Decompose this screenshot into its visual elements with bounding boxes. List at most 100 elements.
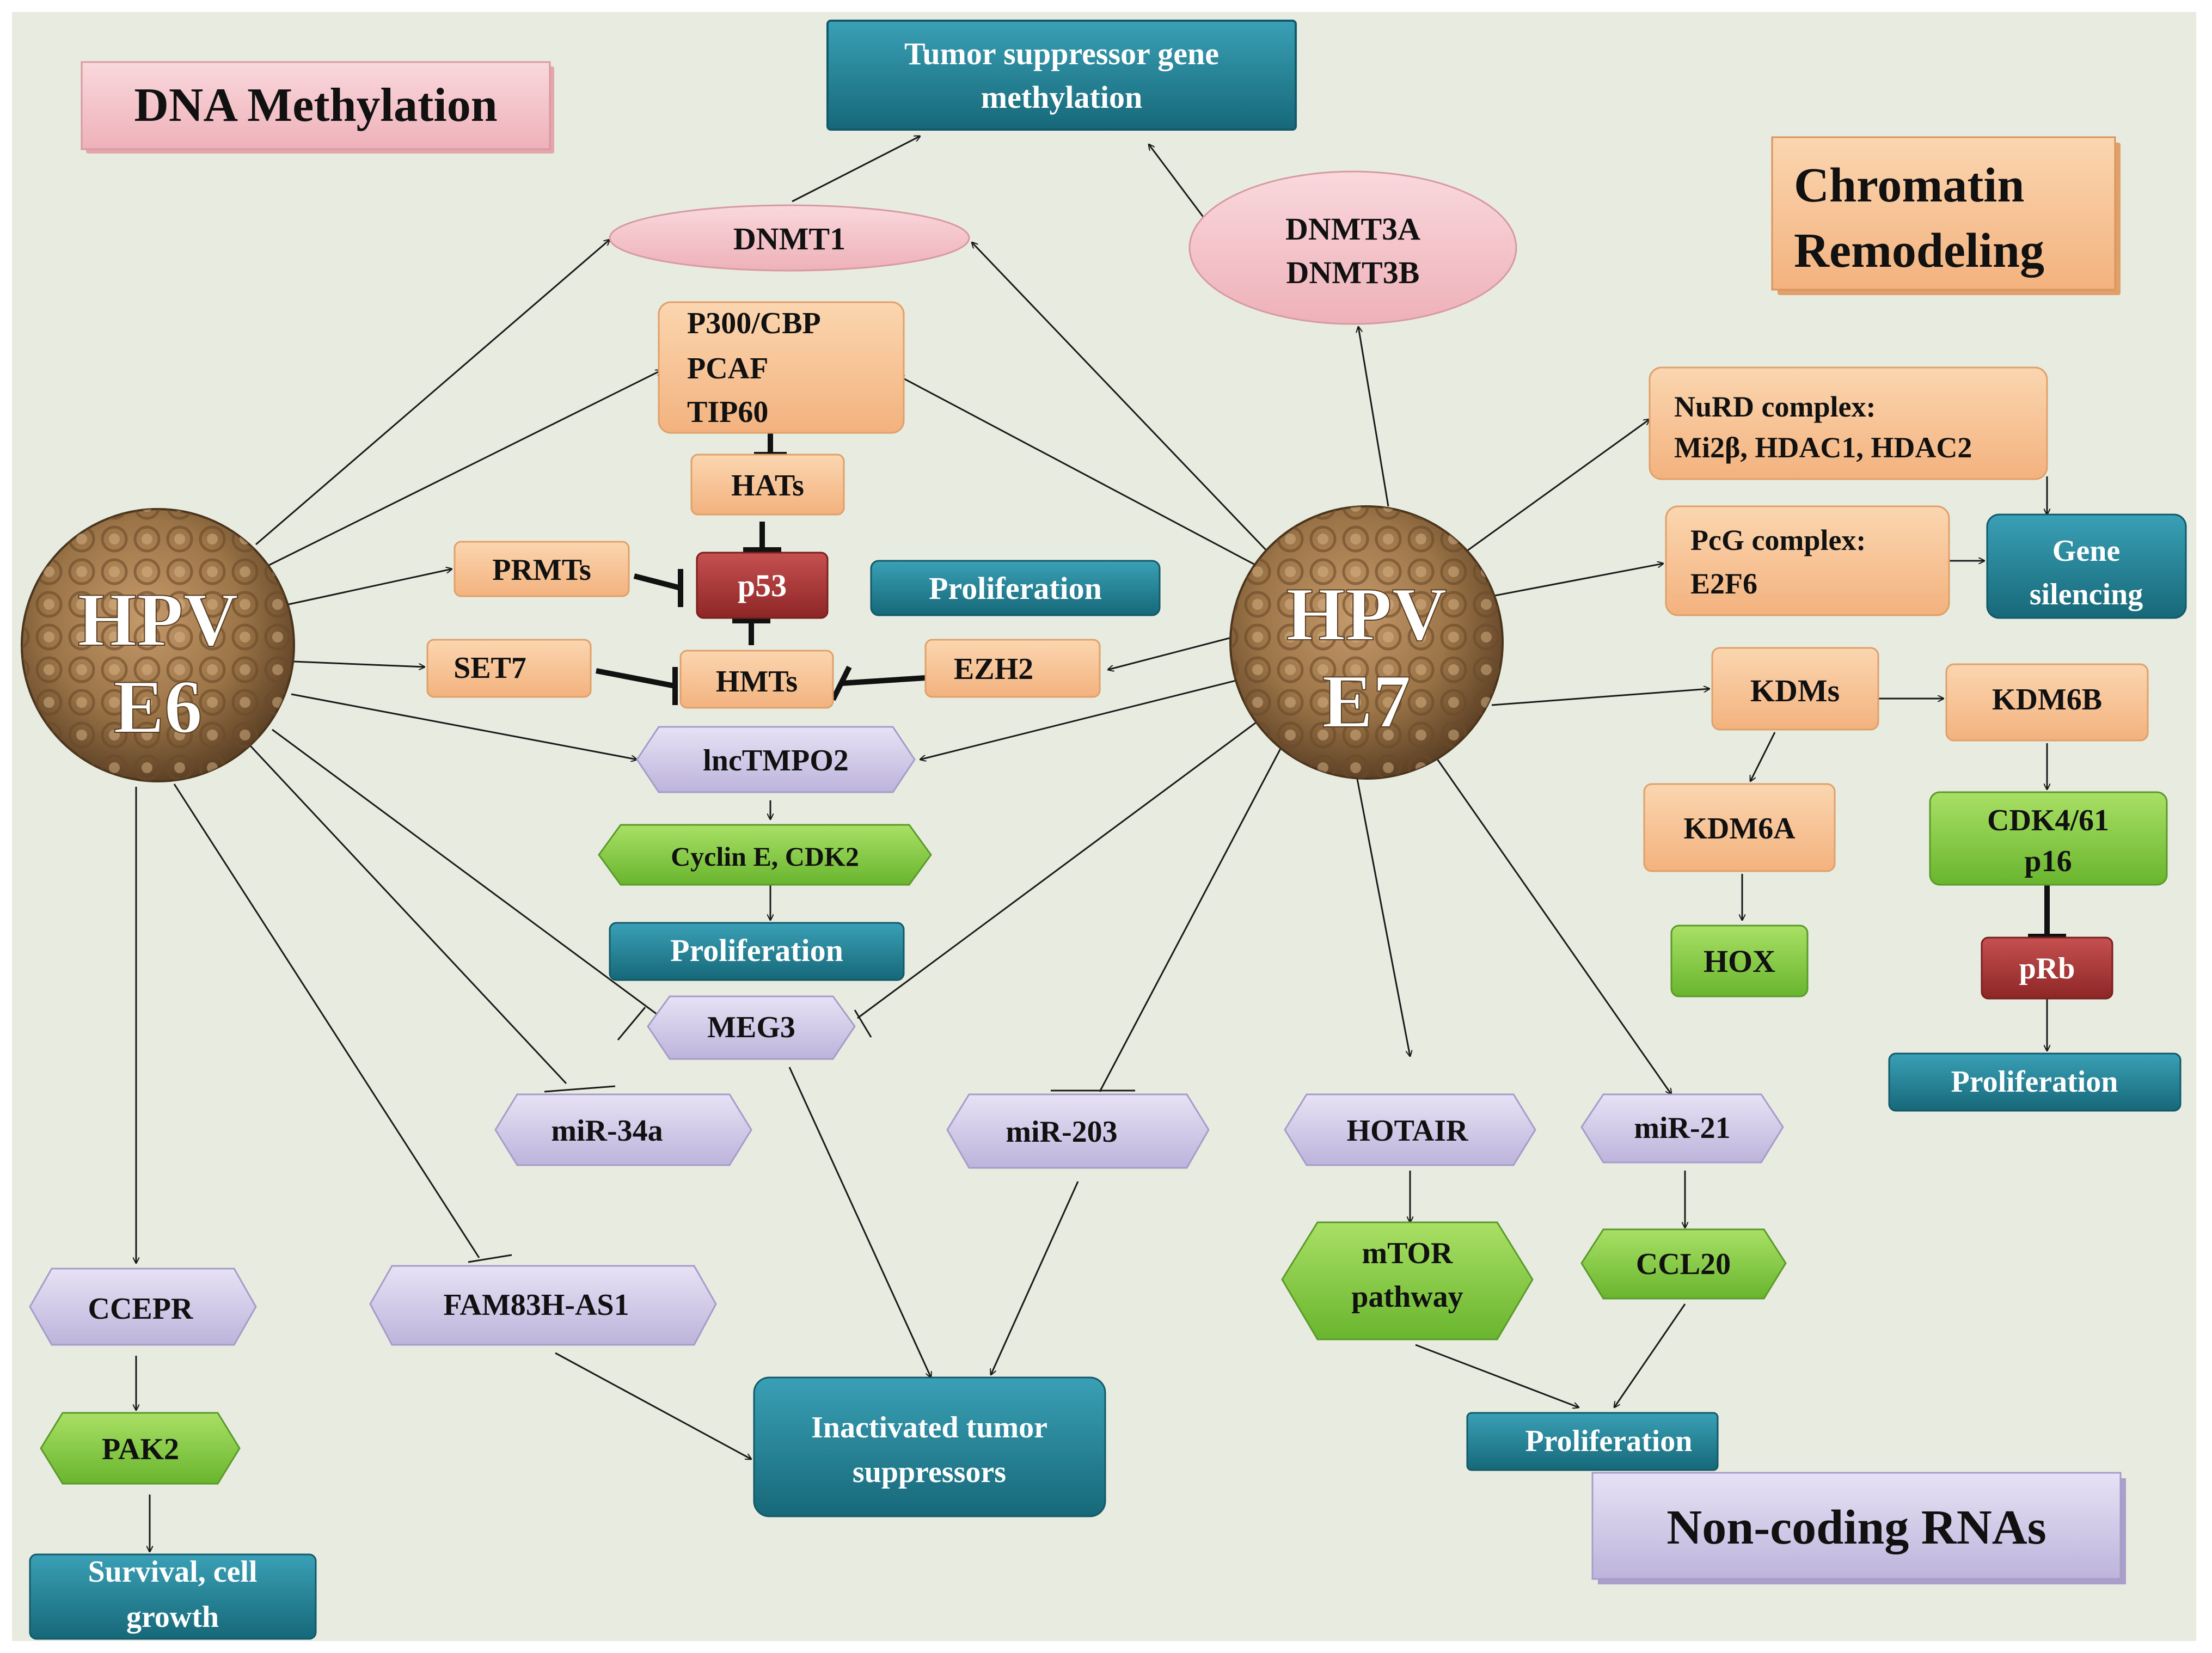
- edge-e7-dnmt1: [972, 242, 1270, 554]
- gene-silencing-label-2: silencing: [2030, 578, 2143, 611]
- edge-e7-dnmt3: [1358, 327, 1389, 507]
- p300-label-2: PCAF: [687, 352, 768, 385]
- thin-inhibition-bars: [468, 1007, 1135, 1263]
- survival-label-2: growth: [126, 1600, 219, 1634]
- section-label-dna-methylation: DNA Methylation: [81, 61, 554, 154]
- noncoding-label: Non-coding RNAs: [1666, 1501, 2046, 1554]
- section-label-chromatin-remodeling: Chromatin Remodeling: [1771, 136, 2121, 295]
- inhibit-e6-fam83h-bar: [468, 1254, 512, 1263]
- chromatin-label-line1: Chromatin: [1794, 158, 2024, 212]
- edge-e6-meg3: [272, 728, 670, 1025]
- edge-e7-hotair: [1355, 770, 1410, 1056]
- edge-e6-prmts: [288, 569, 452, 605]
- inhibit-e6-mir34a-bar: [544, 1085, 616, 1093]
- meg3-label: MEG3: [707, 1011, 795, 1044]
- proliferation-right-label: Proliferation: [1951, 1065, 2118, 1099]
- proliferation-top-label: Proliferation: [929, 571, 1102, 606]
- mir21-label: miR-21: [1634, 1111, 1730, 1145]
- p300-label-1: P300/CBP: [687, 307, 821, 340]
- hox-node: HOX: [1670, 925, 1809, 997]
- proliferation-mid-label: Proliferation: [670, 933, 843, 968]
- pak2-label: PAK2: [102, 1432, 179, 1466]
- set7-label: SET7: [454, 651, 526, 685]
- hpv-e7-virus: HPV E7: [1229, 505, 1504, 780]
- edge-e6-mir34a: [249, 745, 567, 1085]
- pak2-node: PAK2: [40, 1412, 241, 1485]
- nurd-label-2: Mi2β, HDAC1, HDAC2: [1674, 431, 1972, 464]
- hmts-label: HMTs: [716, 665, 798, 699]
- edge-e7-pcg: [1491, 564, 1663, 597]
- survival-label-1: Survival, cell: [88, 1555, 257, 1589]
- edge-e6-p300: [266, 370, 661, 567]
- nurd-label-1: NuRD complex:: [1674, 390, 1876, 423]
- gene-silencing-node: Gene silencing: [1986, 513, 2187, 619]
- ccepr-label: CCEPR: [88, 1292, 193, 1326]
- edge-e7-ezh2: [1108, 633, 1245, 670]
- pcg-label-1: PcG complex:: [1690, 524, 1866, 556]
- proliferation-mid-node: Proliferation: [609, 922, 905, 981]
- proliferation-top-node: Proliferation: [870, 560, 1161, 616]
- inhibit-ezh2-hmts-bar: [830, 665, 852, 701]
- edge-e7-nurd: [1464, 419, 1650, 554]
- dnmt3-node: DNMT3A DNMT3B: [1188, 170, 1517, 325]
- hats-label: HATs: [731, 469, 804, 503]
- nurd-node: NuRD complex: Mi2β, HDAC1, HDAC2: [1649, 366, 2048, 480]
- p53-node: p53: [696, 552, 829, 619]
- inhibit-e6-meg3-bar: [617, 1007, 646, 1040]
- mtor-node: mTOR pathway: [1281, 1221, 1534, 1340]
- hox-label: HOX: [1704, 944, 1775, 979]
- survival-node: Survival, cell growth: [29, 1553, 317, 1640]
- tumor-suppressor-methylation-box: Tumor suppressor gene methylation: [826, 20, 1297, 131]
- tsgm-line2: methylation: [981, 79, 1142, 115]
- edge-e6-dnmt1: [255, 240, 610, 546]
- fam83h-node: FAM83H-AS1: [369, 1265, 717, 1346]
- edge-ccl20-proliferation: [1614, 1303, 1686, 1407]
- prb-label: pRb: [2019, 952, 2075, 985]
- prb-node: pRb: [1981, 936, 2113, 1000]
- gene-silencing-label-1: Gene: [2052, 534, 2120, 568]
- hotair-node: HOTAIR: [1284, 1093, 1536, 1166]
- kdms-node: KDMs: [1711, 647, 1879, 731]
- p300-label-3: TIP60: [687, 395, 768, 429]
- edge-e7-kdms: [1491, 689, 1709, 706]
- inactivated-node: Inactivated tumor suppressors: [753, 1376, 1106, 1517]
- kdm6a-node: KDM6A: [1643, 783, 1836, 872]
- pcg-node: PcG complex: E2F6: [1665, 505, 1950, 616]
- ezh2-label: EZH2: [954, 652, 1033, 686]
- proliferation-bottom-label: Proliferation: [1525, 1424, 1693, 1458]
- inhibit-prmts-p53: [633, 573, 682, 591]
- edge-meg3-inactivated: [788, 1067, 931, 1378]
- p53-label: p53: [738, 568, 787, 603]
- mir34a-node: miR-34a: [494, 1093, 752, 1166]
- inhibit-set7-hmts: [596, 668, 676, 689]
- mir203-node: miR-203: [946, 1093, 1210, 1169]
- ccl20-node: CCL20: [1580, 1228, 1787, 1300]
- hpv-e7-label-2: E7: [1322, 659, 1411, 744]
- edge-mtor-proliferation: [1415, 1344, 1579, 1407]
- edge-e6-lnctmpo2: [291, 693, 637, 760]
- ccl20-label: CCL20: [1636, 1247, 1731, 1281]
- edge-e7-p300: [898, 376, 1264, 570]
- hpv-e7-label-1: HPV: [1286, 572, 1447, 657]
- edge-mir203-inactivated: [991, 1181, 1079, 1375]
- kdm6a-label: KDM6A: [1683, 812, 1796, 846]
- dnmt3a-label: DNMT3A: [1285, 211, 1420, 247]
- inhibition-edges: [596, 427, 2066, 939]
- pcg-label-2: E2F6: [1690, 567, 1757, 600]
- edge-e7-mir203: [1099, 740, 1286, 1092]
- cdk46-label-1: CDK4/61: [1987, 804, 2109, 837]
- dnmt3b-label: DNMT3B: [1286, 255, 1420, 290]
- kdm6b-label: KDM6B: [1992, 683, 2102, 717]
- edge-e6-fam83h: [173, 783, 480, 1258]
- dna-methylation-label: DNA Methylation: [134, 79, 497, 132]
- mir203-label: miR-203: [1006, 1115, 1117, 1149]
- tsgm-line1: Tumor suppressor gene: [904, 36, 1219, 71]
- ezh2-node: EZH2: [924, 639, 1101, 698]
- inhibit-ezh2-hmts: [841, 675, 926, 686]
- mtor-label-1: mTOR: [1362, 1236, 1454, 1270]
- set7-node: SET7: [426, 639, 592, 698]
- proliferation-bottom-node: Proliferation: [1466, 1412, 1719, 1471]
- lnctmpo2-node: lncTMPO2: [636, 726, 916, 793]
- p300-node: P300/CBP PCAF TIP60: [658, 301, 905, 434]
